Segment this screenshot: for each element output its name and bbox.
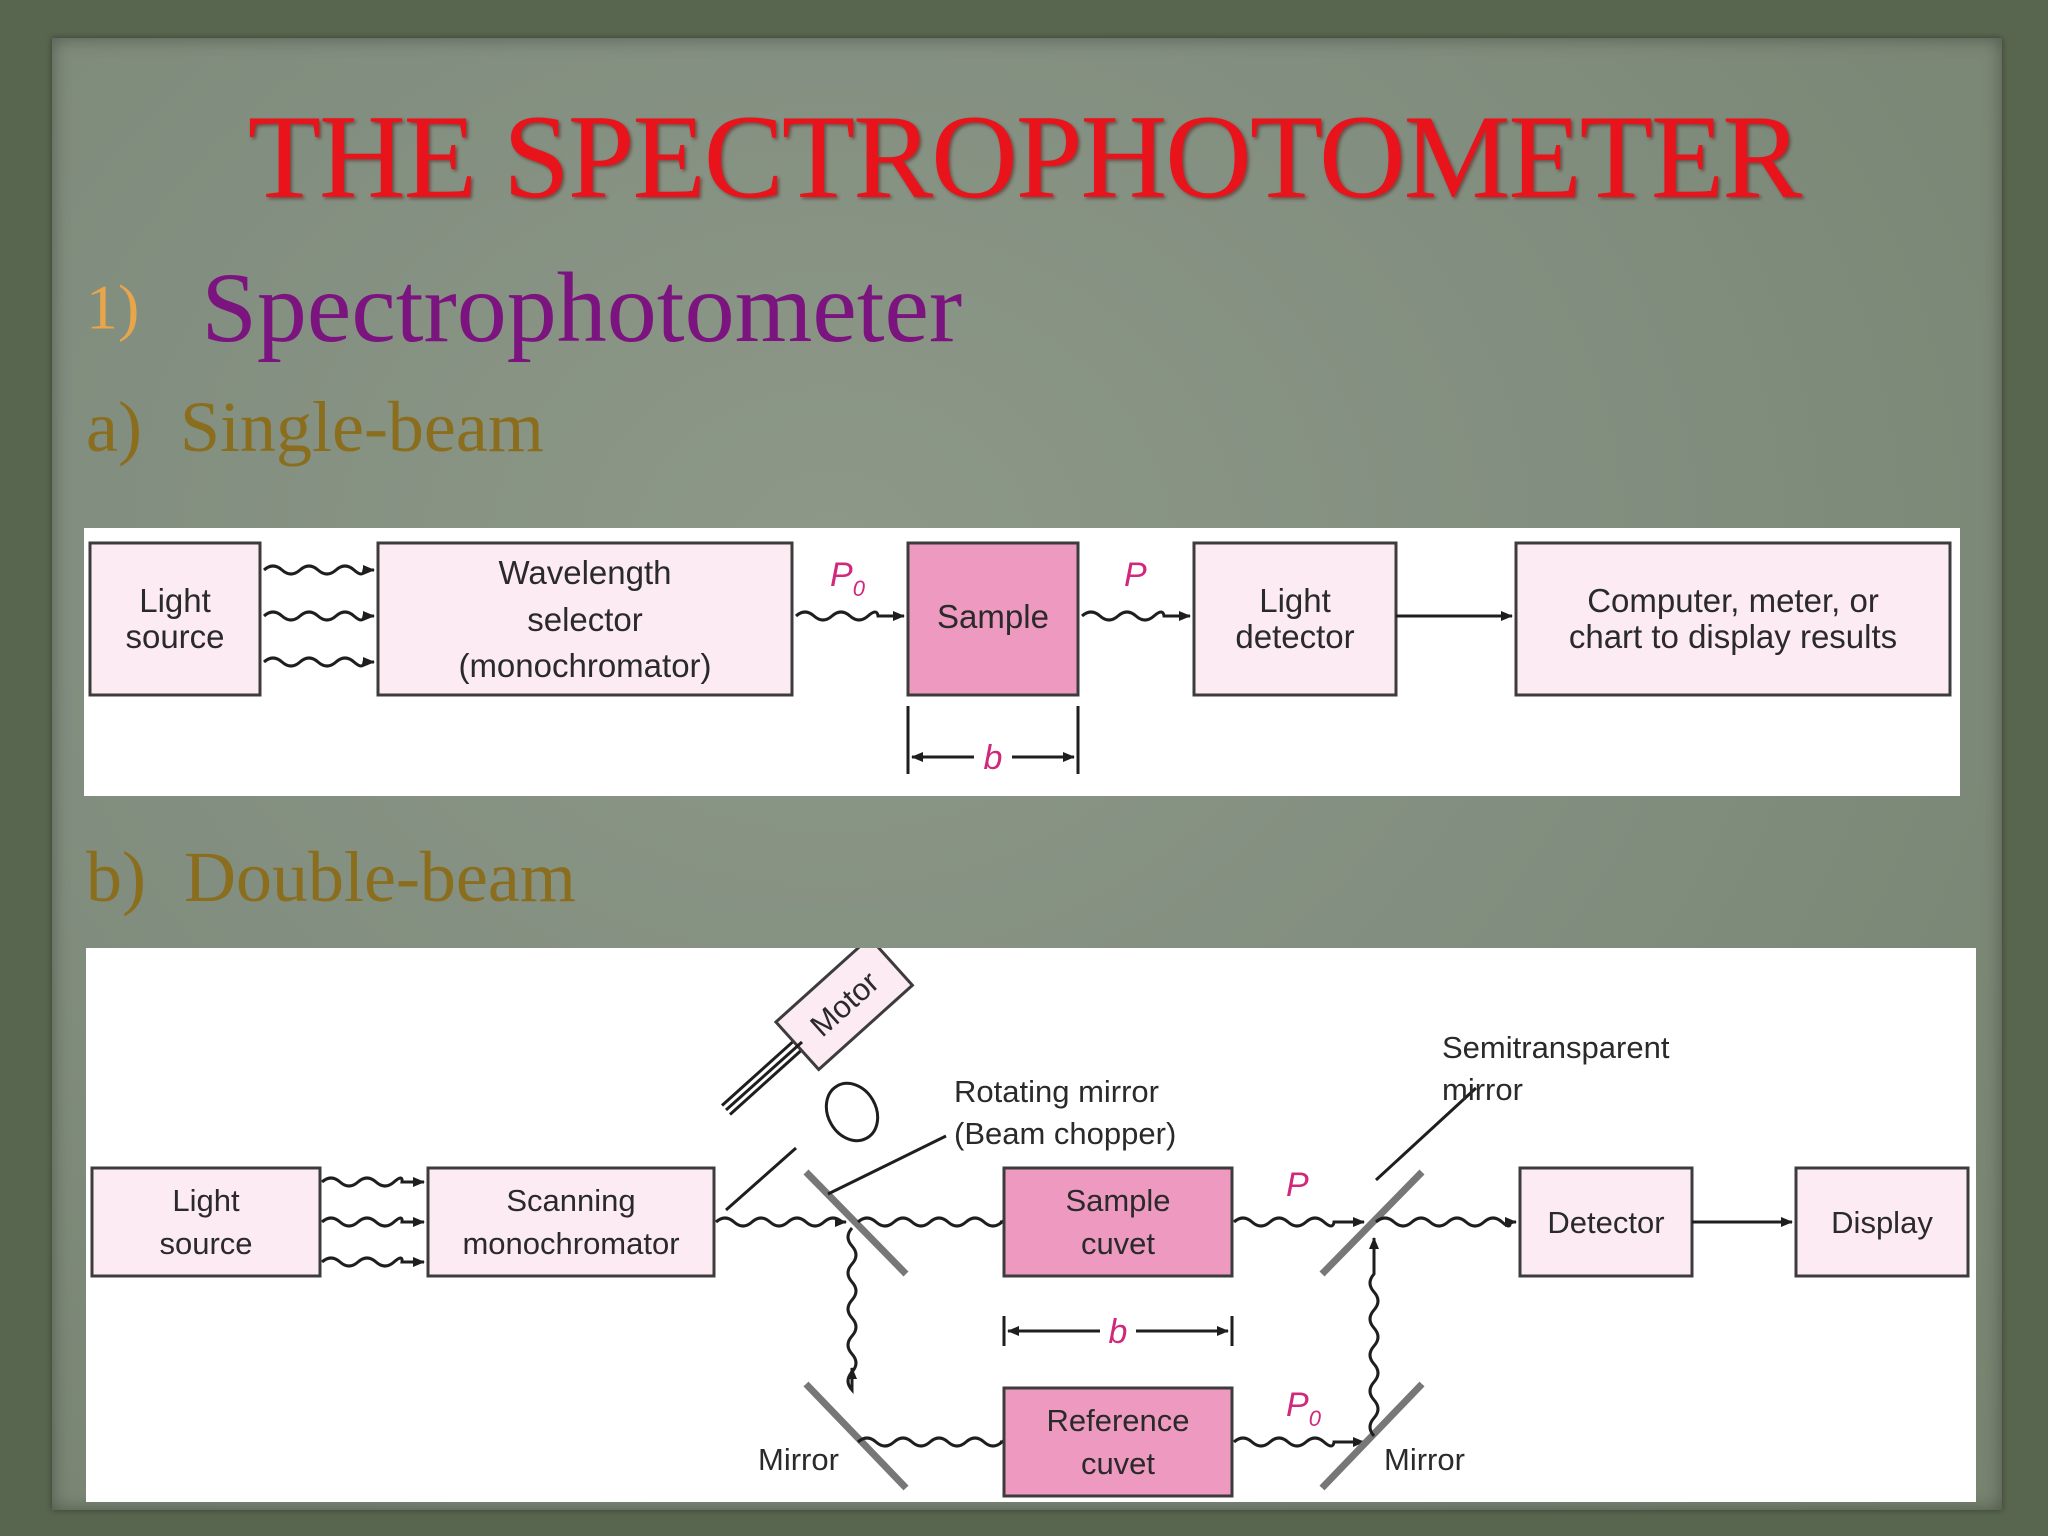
subheading-double-beam: b) Double-beam [86,836,576,919]
scanning-monochromator-label-2: monochromator [462,1226,679,1261]
rotating-mirror [803,1169,909,1277]
p-label: P [1286,1166,1309,1204]
mirror-right-label: Mirror [1384,1442,1465,1477]
light-source-label-2: source [159,1226,252,1261]
p-label: P [1124,556,1147,594]
reference-cuvet-box: Reference cuvet [1002,1386,1234,1498]
sample-cuvet-label-2: cuvet [1081,1226,1155,1261]
reference-beam-up [1368,1237,1380,1437]
mirror-left [803,1381,909,1491]
scanning-monochromator-label-1: Scanning [506,1183,635,1218]
light-beams [321,1176,425,1268]
semitransparent-mirror-leader [1374,1086,1478,1182]
rotating-mirror-leader [827,1134,947,1196]
p0-beam [795,610,905,622]
slide-title: THE SPECTROPHOTOMETER [247,90,1803,223]
mirror-left-label: Mirror [758,1442,839,1477]
double-beam-diagram: Light source Scanning monochromator [86,948,1976,1502]
rotation-arrow-icon [824,1081,880,1143]
path-length-indicator: b [1002,1313,1234,1351]
subheading-label: Single-beam [179,387,544,467]
display-label: Display [1831,1205,1933,1240]
combined-beam [1375,1216,1517,1228]
heading-row: 1) Spectrophotometer [86,250,963,363]
p0-beam [1233,1436,1365,1448]
path-length-label: b [1109,1313,1128,1351]
p0-label: P0 [1286,1386,1322,1431]
light-source-box: Light source [90,1166,322,1278]
mirror-right [1319,1381,1425,1491]
sample-cuvet-box: Sample cuvet [1002,1166,1234,1278]
subheading-single-beam: a) Single-beam [86,386,544,469]
path-length-indicator: b [906,706,1080,777]
reference-cuvet-label-2: cuvet [1081,1446,1155,1481]
wavelength-selector-label-1: Wavelength [498,554,671,591]
semitransparent-mirror [1319,1169,1425,1277]
detector-label: Detector [1547,1205,1664,1240]
wavelength-selector-label-2: selector [527,601,643,638]
path-length-label: b [984,739,1003,777]
rotating-mirror-label-1: Rotating mirror [954,1074,1159,1109]
detector-box: Detector [1518,1166,1694,1278]
monochromatic-beam [715,1216,847,1228]
heading-text: Spectrophotometer [201,252,963,363]
subheading-label: Double-beam [183,837,576,917]
sample-label: Sample [937,598,1049,635]
light-beams [263,564,375,668]
light-source-label-2: source [125,618,224,655]
subheading-marker: a) [86,387,142,467]
light-detector-label-1: Light [1259,582,1331,619]
subheading-marker: b) [86,837,146,917]
wavelength-selector-label-3: (monochromator) [458,647,711,684]
rotating-mirror-label-2: (Beam chopper) [954,1116,1176,1151]
p0-label: P0 [830,556,866,601]
heading-number: 1) [86,271,140,343]
scanning-monochromator-box: Scanning monochromator [426,1166,716,1278]
wavelength-selector-box: Wavelength selector (monochromator) [376,541,794,697]
display-results-label-1: Computer, meter, or [1587,582,1879,619]
light-detector-box: Light detector [1192,541,1398,697]
light-source-label-1: Light [172,1183,240,1218]
display-box: Display [1794,1166,1970,1278]
sample-cuvet-label-1: Sample [1065,1183,1170,1218]
sample-box: Sample [906,541,1080,697]
light-source-box: Light source [88,541,262,697]
light-source-label-1: Light [139,582,211,619]
semitransparent-mirror-label-1: Semitransparent [1442,1030,1670,1065]
reference-beam-down [846,1227,858,1394]
reference-cuvet-label-1: Reference [1046,1403,1189,1438]
p-beam [1081,610,1191,622]
single-beam-diagram: Light source Wavelength selector (monoch… [84,528,1960,796]
display-results-box: Computer, meter, or chart to display res… [1514,541,1952,697]
p-beam [1233,1216,1365,1228]
semitransparent-mirror-label-2: mirror [1442,1072,1523,1107]
light-detector-label-2: detector [1235,618,1354,655]
display-results-label-2: chart to display results [1569,618,1897,655]
